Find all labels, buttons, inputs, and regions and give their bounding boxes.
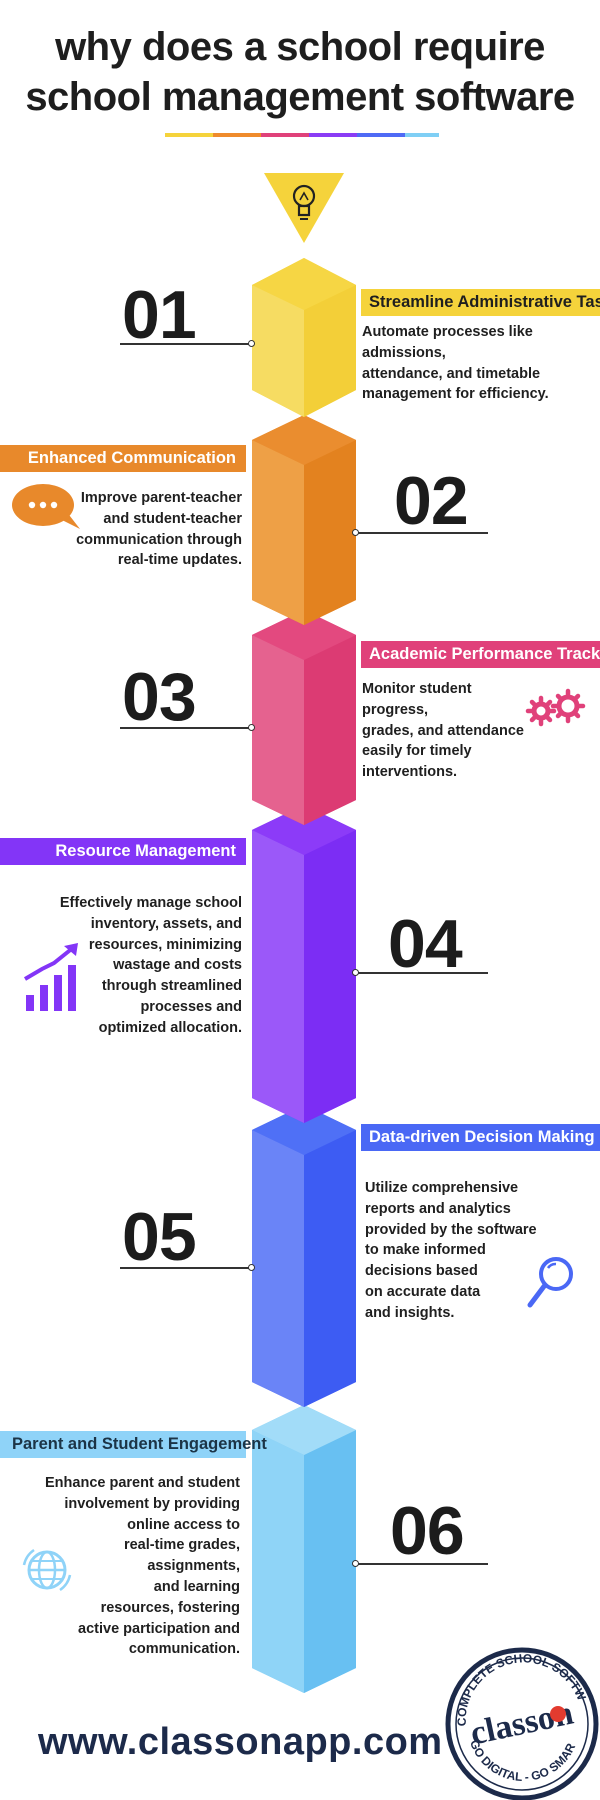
step-03-dot — [248, 724, 255, 731]
pillar-block-04 — [252, 805, 356, 1123]
step-04-description: Effectively manage school inventory, ass… — [59, 895, 242, 1036]
step-01-description: Automate processes like admissions, atte… — [362, 324, 549, 403]
page-title-line1: why does a school require — [55, 25, 545, 69]
pillar-block-01 — [252, 258, 356, 417]
step-02-heading: Enhanced Communication — [0, 445, 246, 472]
magnifier-icon — [527, 1257, 573, 1308]
step-06-number: 06 — [390, 1493, 465, 1569]
growth-chart-icon — [23, 943, 78, 1011]
step-02-rule — [356, 532, 488, 534]
step-02-description: Improve parent-teacher and student-teach… — [76, 490, 242, 569]
step-04-number: 04 — [388, 906, 463, 982]
step-05-number: 05 — [122, 1199, 197, 1275]
step-03-description: Monitor student progress, grades, and at… — [362, 681, 524, 781]
pillar-block-05 — [252, 1105, 356, 1407]
step-05-rule — [120, 1267, 252, 1269]
page-title-line2: school management software — [25, 75, 575, 119]
step-01-dot — [248, 340, 255, 347]
step-01-heading: Streamline Administrative Tasks — [361, 289, 600, 316]
title-underline-purple — [309, 133, 357, 137]
globe-icon — [22, 1548, 72, 1592]
title-underline-yellow — [165, 133, 213, 137]
step-04-heading: Resource Management — [0, 838, 246, 865]
step-03-rule — [120, 727, 252, 729]
step-05-description: Utilize comprehensive reports and analyt… — [365, 1180, 537, 1321]
title-underline-blue — [357, 133, 405, 137]
step-02-number: 02 — [394, 463, 469, 539]
title-underline-orange — [213, 133, 261, 137]
pillar-block-03 — [252, 610, 356, 825]
footer-website-link[interactable]: www.classonapp.com — [38, 1721, 443, 1763]
pillar-block-06 — [252, 1405, 356, 1693]
gears-icon — [525, 688, 586, 727]
title-underline-pink — [261, 133, 309, 137]
step-06-heading: Parent and Student Engagement — [0, 1431, 267, 1458]
step-02-dot — [352, 529, 359, 536]
step-05-dot — [248, 1264, 255, 1271]
lightbulb-icon — [264, 173, 344, 243]
step-03-heading: Academic Performance Tracking — [361, 641, 600, 668]
step-06-description: Enhance parent and student involvement b… — [45, 1475, 240, 1658]
step-05-heading: Data-driven Decision Making — [361, 1124, 600, 1151]
step-01-number: 01 — [122, 277, 197, 353]
step-04-rule — [356, 972, 488, 974]
step-04-dot — [352, 969, 359, 976]
title-underline-lightblue — [405, 133, 439, 137]
step-06-dot — [352, 1560, 359, 1567]
step-03-number: 03 — [122, 659, 197, 735]
step-01-rule — [120, 343, 252, 345]
step-06-rule — [356, 1563, 488, 1565]
power-icon — [550, 1706, 566, 1722]
classon-logo-seal: COMPLETE SCHOOL SOFTWARE GO DIGITAL - GO… — [442, 1640, 599, 1800]
pillar-block-02 — [252, 415, 356, 625]
chat-bubble-icon — [12, 484, 80, 529]
